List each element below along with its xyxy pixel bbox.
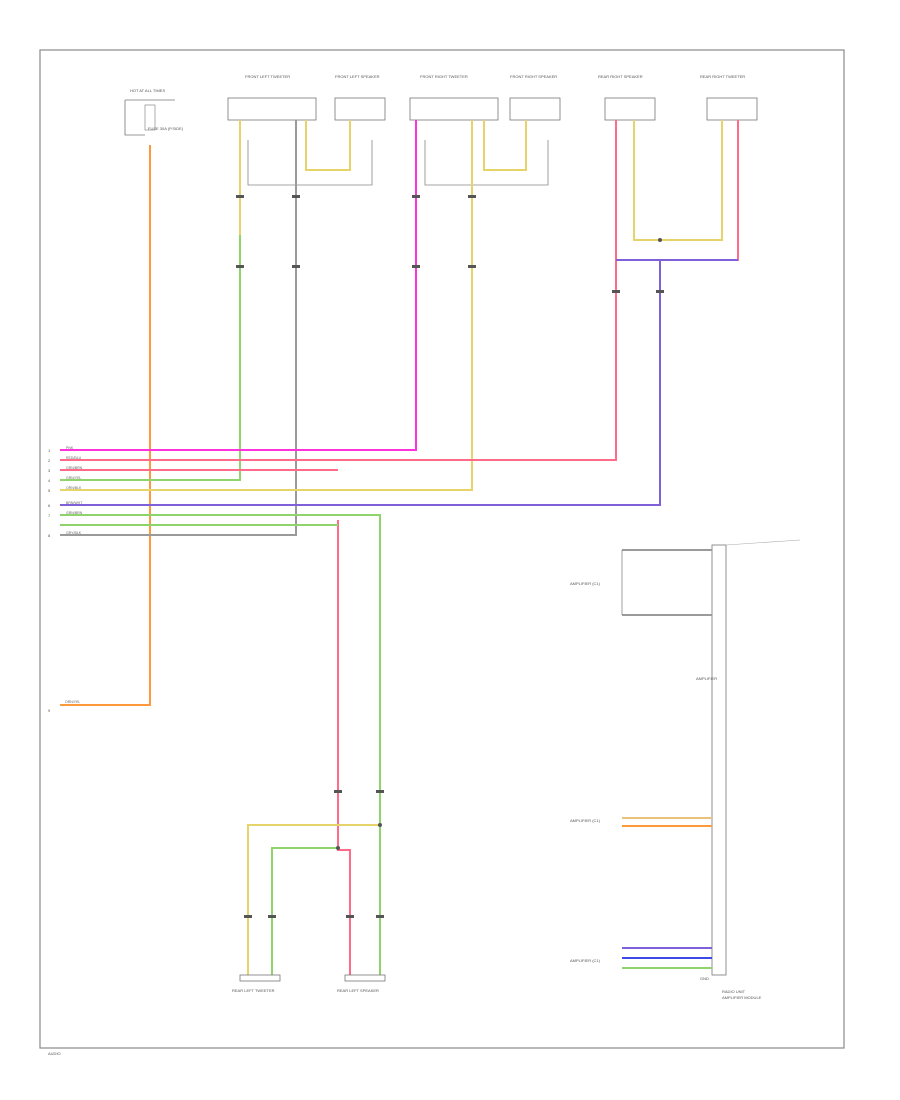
bus-code-1: PNK <box>66 446 74 450</box>
rear-left-speaker-icon <box>344 974 386 982</box>
front-right-speaker-box <box>509 97 561 121</box>
front-left-speaker-box <box>334 97 386 121</box>
rear-right-tweeter-box <box>706 97 758 121</box>
fr-magenta-wire <box>60 120 417 451</box>
front-left-speaker-label: FRONT LEFT SPEAKER <box>335 74 380 79</box>
rl-pink-wire <box>337 520 351 975</box>
pin-label-batt: 9 <box>48 708 51 713</box>
rear-right-tweeter-label: REAR RIGHT TWEETER <box>700 74 745 79</box>
bus-code-2: RED/BLU <box>66 456 82 460</box>
rear-left-tweeter-icon <box>239 974 281 982</box>
diagram-id-label: AUDIO <box>48 1051 61 1056</box>
pin-label: 5 <box>48 488 51 493</box>
amp-group-2-label: AMPLIFIER (C1) <box>570 818 601 823</box>
inline-connectors <box>236 195 664 918</box>
bus-code-8: GRY/BLK <box>66 531 82 535</box>
pin-label: 2 <box>48 458 51 463</box>
rear-left-tweeter-label: REAR LEFT TWEETER <box>232 988 275 993</box>
amplifier-main-label: RADIO UNIT <box>722 989 746 994</box>
front-left-tweeter-label: FRONT LEFT TWEETER <box>245 74 290 79</box>
fl-gray-wire <box>60 120 297 536</box>
front-left-bracket <box>247 140 373 186</box>
fl-green-wire <box>60 235 241 481</box>
amp-group-1-label: AMPLIFIER (C1) <box>570 581 601 586</box>
bus-code-3: GRN/BRN <box>66 466 83 470</box>
pin-label: 8 <box>48 533 51 538</box>
front-right-speaker-label: FRONT RIGHT SPEAKER <box>510 74 557 79</box>
rear-right-speaker-label: REAR RIGHT SPEAKER <box>598 74 643 79</box>
front-right-tweeter-label: FRONT RIGHT TWEETER <box>420 74 468 79</box>
rr-pink-wire <box>60 120 617 461</box>
amp-gnd-label: GND <box>700 976 709 981</box>
bus-code-6: BRN/WHT <box>66 501 83 505</box>
rr-violet-wire <box>60 260 661 506</box>
amplifier-connector <box>711 539 801 976</box>
fl-yellow-loop <box>305 120 351 171</box>
diagram-frame <box>39 49 845 1049</box>
battery-feed-wire <box>60 145 151 706</box>
rr-yellow-wire <box>633 120 723 241</box>
fuse-label: FUSE 30A (P.SIDE) <box>148 126 184 131</box>
fr-tan-wire <box>60 120 473 491</box>
battery-label: HOT AT ALL TIMES <box>130 88 165 93</box>
rear-left-speaker-label: REAR LEFT SPEAKER <box>337 988 379 993</box>
bus-code-7: GRN/BRN <box>66 511 83 515</box>
rl-green-wire <box>60 514 381 975</box>
battery-wire-code: ORN/YEL <box>65 700 80 704</box>
fuse-icon <box>124 99 175 136</box>
rear-right-speaker-box <box>604 97 656 121</box>
front-left-group-box <box>227 97 317 121</box>
pin-label: 3 <box>48 468 51 473</box>
rl-yellow-wire <box>247 824 380 975</box>
amplifier-pin-label: AMPLIFIER <box>696 676 717 681</box>
pin-label: 1 <box>48 448 51 453</box>
amplifier-sub-label: AMPLIFIER MODULE <box>722 995 762 1000</box>
front-right-group-box <box>409 97 499 121</box>
pin-label: 7 <box>48 513 51 518</box>
bus-code-5: ORN/BLK <box>66 486 82 490</box>
amp-group-3-label: AMPLIFIER (C1) <box>570 958 601 963</box>
splice-points <box>336 238 662 850</box>
front-right-bracket <box>424 140 549 186</box>
fr-yellow-loop <box>483 120 527 171</box>
bus-pin-numbers: 1 2 3 4 5 6 7 8 <box>48 448 51 538</box>
pin-label: 6 <box>48 503 51 508</box>
rl-green-link <box>271 847 338 975</box>
bus-code-4: GRN/YEL <box>66 476 81 480</box>
pin-label: 4 <box>48 478 51 483</box>
